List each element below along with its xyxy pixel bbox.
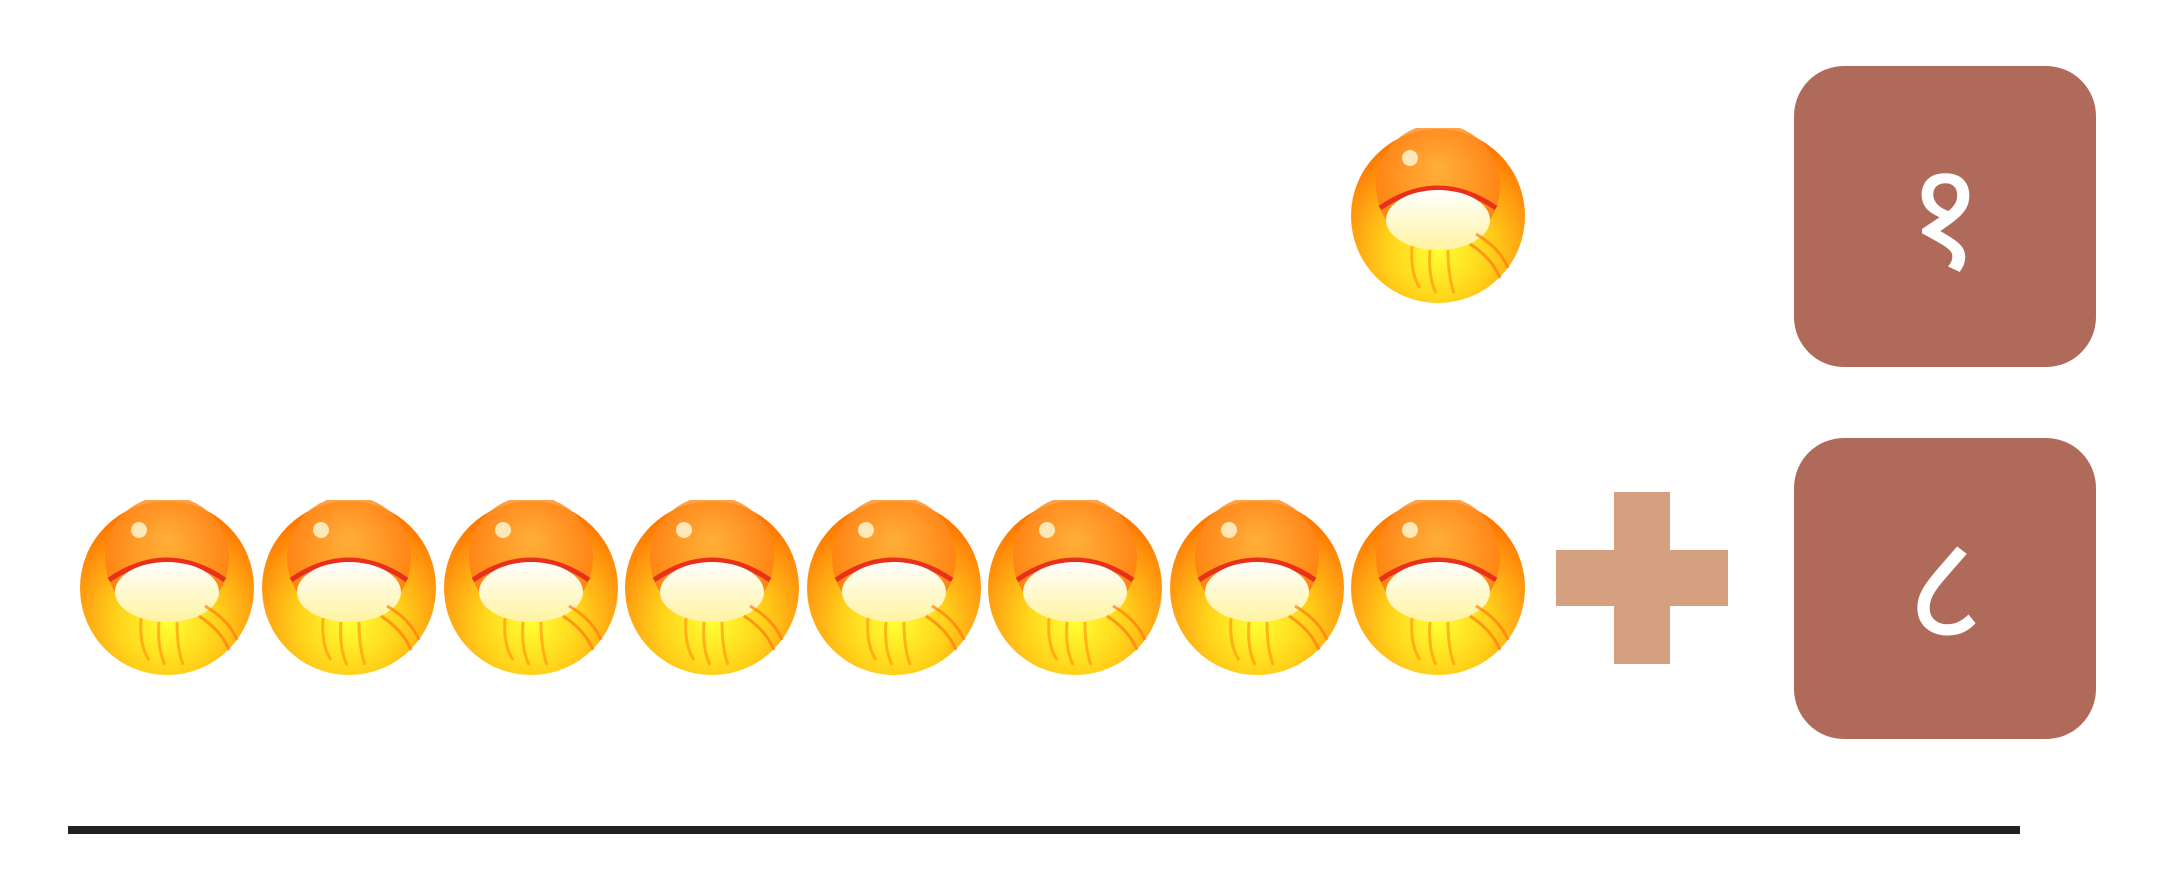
bottom-digit: ८ — [1905, 501, 1984, 676]
orange-ball-icon — [1169, 500, 1345, 676]
orange-ball-icon — [987, 500, 1163, 676]
orange-ball-icon — [443, 500, 619, 676]
orange-ball-icon — [1350, 500, 1526, 676]
orange-ball-icon — [624, 500, 800, 676]
bottom-row: ८ — [0, 438, 2167, 739]
top-digit-card: १ — [1794, 66, 2096, 367]
top-row: १ — [0, 66, 2167, 367]
bottom-digit-card: ८ — [1794, 438, 2096, 739]
orange-ball-icon — [261, 500, 437, 676]
sum-line — [68, 826, 2020, 834]
plus-icon — [1556, 492, 1728, 664]
orange-ball-icon — [79, 500, 255, 676]
top-digit: १ — [1905, 129, 1984, 304]
orange-ball-icon — [806, 500, 982, 676]
orange-ball-icon — [1350, 128, 1526, 304]
